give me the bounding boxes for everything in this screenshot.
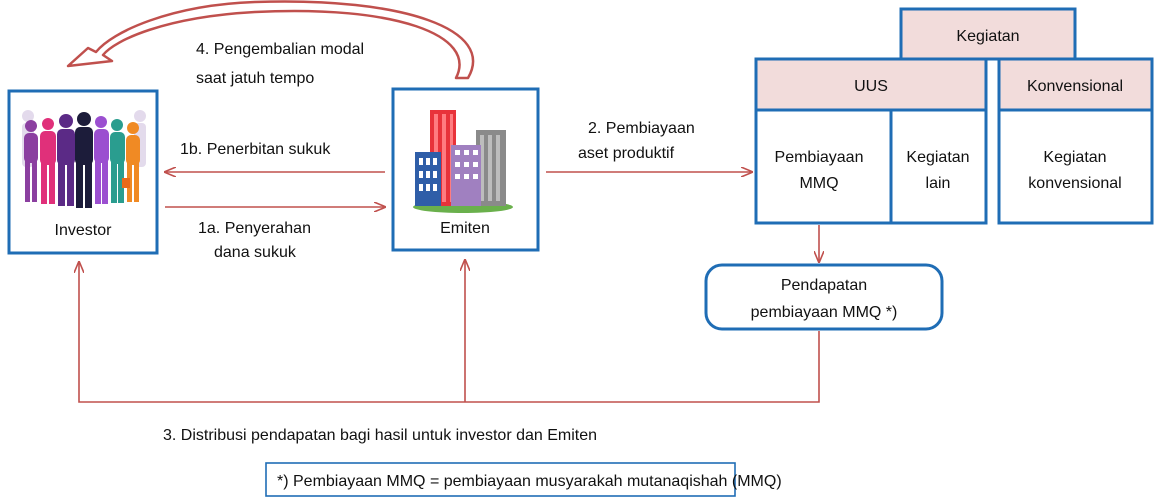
footnote-text: *) Pembiayaan MMQ = pembiayaan musyaraka… <box>277 473 782 490</box>
edge-label-4-line2: saat jatuh tempo <box>196 70 314 87</box>
people-crowd-icon <box>22 110 146 208</box>
kegiatan-konvensional-line1: Kegiatan <box>1043 149 1106 166</box>
pendapatan-node: Pendapatan pembiayaan MMQ *) <box>704 263 944 331</box>
kegiatan-header-label: Kegiatan <box>956 28 1019 45</box>
kegiatan-lain-line2: lain <box>926 175 951 192</box>
pendapatan-line2: pembiayaan MMQ *) <box>751 304 898 321</box>
konvensional-header-label: Konvensional <box>1027 78 1123 95</box>
emiten-node: Emiten <box>391 87 540 252</box>
kegiatan-konvensional-line2: konvensional <box>1028 175 1121 192</box>
investor-node: Investor <box>7 89 159 255</box>
pembiayaan-mmq-line2: MMQ <box>799 175 838 192</box>
pembiayaan-mmq-line1: Pembiayaan <box>775 149 864 166</box>
edge-label-1a-line1: 1a. Penyerahan <box>198 220 311 237</box>
edge-label-4-line1: 4. Pengembalian modal <box>196 41 364 58</box>
distribution-to-investor-arrow <box>79 262 820 403</box>
investor-label: Investor <box>55 222 113 239</box>
kegiatan-lain-line1: Kegiatan <box>906 149 969 166</box>
emiten-label: Emiten <box>440 220 490 237</box>
edge-label-1b: 1b. Penerbitan sukuk <box>180 141 331 158</box>
buildings-icon <box>413 110 513 213</box>
uus-group: UUS Pembiayaan MMQ Kegiatan lain <box>754 57 988 225</box>
konvensional-group: Konvensional Kegiatan konvensional <box>997 57 1154 225</box>
edge-label-2-line2: aset produktif <box>578 145 675 162</box>
edge-label-1a-line2: dana sukuk <box>214 244 297 261</box>
pendapatan-line1: Pendapatan <box>781 277 867 294</box>
uus-header-label: UUS <box>854 78 888 95</box>
kegiatan-header: Kegiatan <box>899 7 1077 61</box>
edge-label-3: 3. Distribusi pendapatan bagi hasil untu… <box>163 427 597 444</box>
footnote-box: *) Pembiayaan MMQ = pembiayaan musyaraka… <box>265 462 782 497</box>
return-capital-arrow <box>66 0 475 80</box>
edge-label-2-line1: 2. Pembiayaan <box>588 120 695 137</box>
